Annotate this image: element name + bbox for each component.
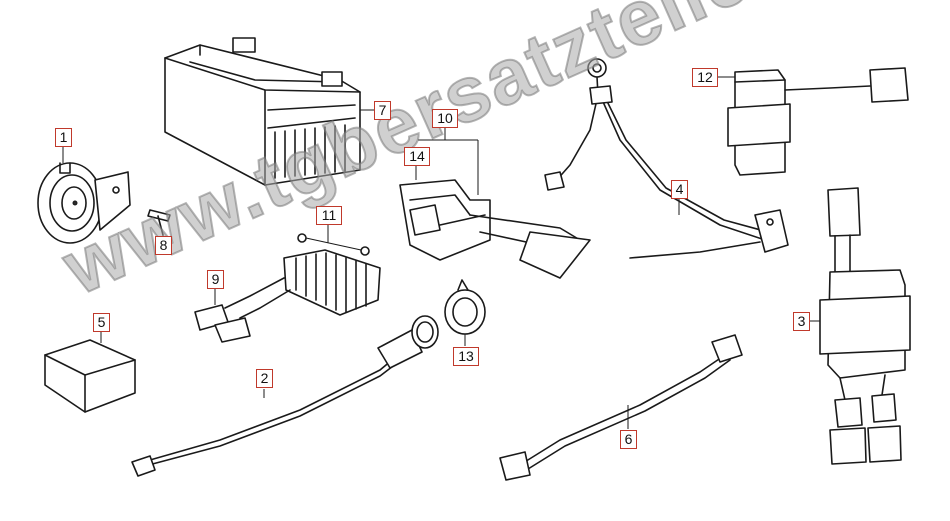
callout-4: 4 — [671, 180, 688, 199]
regulator-box-part — [810, 187, 911, 465]
callout-12: 12 — [692, 68, 718, 87]
relay-part — [718, 67, 909, 176]
callout-14: 14 — [404, 147, 430, 166]
callout-2: 2 — [256, 369, 273, 388]
callout-13: 13 — [453, 347, 479, 366]
regulator-rectifier-part — [194, 249, 381, 343]
battery-part — [164, 37, 374, 186]
callout-9: 9 — [207, 270, 224, 289]
bolt-set-part — [297, 224, 370, 256]
indicator-part — [444, 279, 486, 346]
callout-1: 1 — [55, 128, 72, 147]
callout-7: 7 — [374, 101, 391, 120]
starter-relay-part — [399, 127, 591, 279]
screw-part — [147, 209, 171, 236]
horn-part — [37, 140, 131, 244]
callout-3: 3 — [793, 312, 810, 331]
callout-8: 8 — [155, 236, 172, 255]
cable-part — [131, 315, 439, 477]
callout-10: 10 — [432, 109, 458, 128]
cdi-unit-part — [44, 330, 136, 413]
callout-11: 11 — [316, 206, 342, 225]
battery-cable-part — [499, 334, 743, 481]
wiring-harness-part — [544, 58, 789, 259]
callout-5: 5 — [93, 313, 110, 332]
callout-6: 6 — [620, 430, 637, 449]
